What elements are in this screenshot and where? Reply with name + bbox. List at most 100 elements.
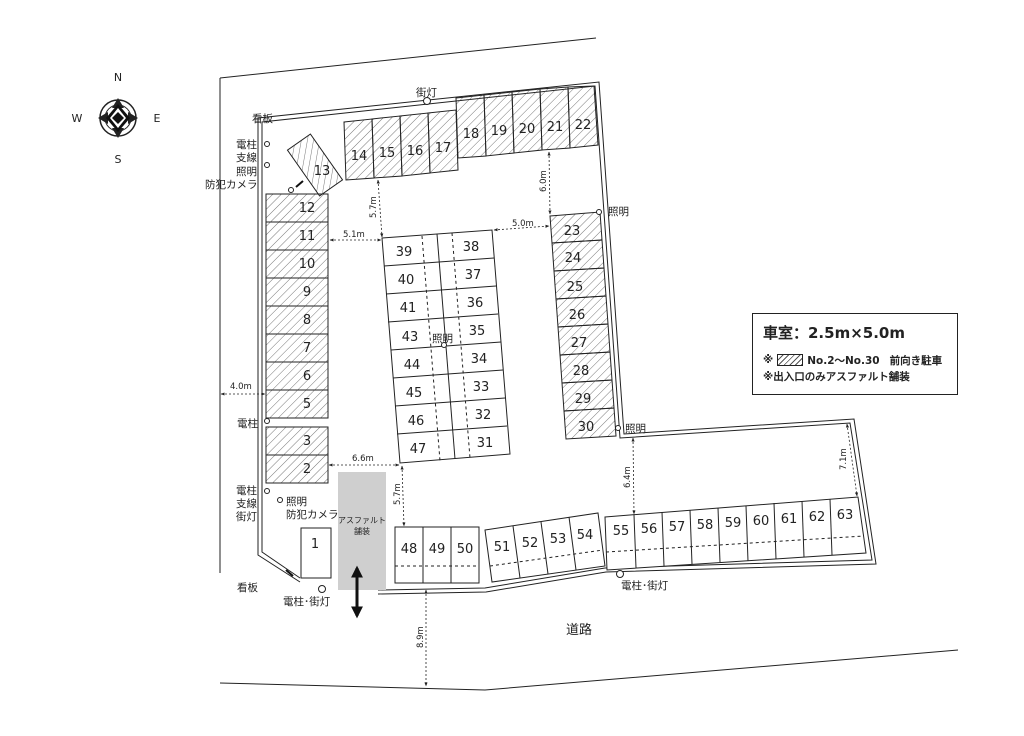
- space-number: 40: [398, 273, 415, 288]
- space-number: 13: [314, 164, 331, 179]
- compass-west-label: W: [72, 112, 83, 125]
- compass-east-label: E: [154, 112, 161, 125]
- space-number: 47: [410, 442, 427, 457]
- dimension-label: 6.6m: [352, 454, 374, 464]
- space-group-left: [265, 193, 329, 484]
- space-number: 12: [299, 201, 316, 216]
- pole-light-icon: [318, 585, 326, 593]
- pole-icon: [264, 418, 270, 424]
- space-number: 6: [303, 369, 311, 384]
- legend-hatch-range: No.2〜No.30: [807, 354, 880, 367]
- space-number: 15: [379, 146, 396, 161]
- asphalt-entrance: [338, 472, 386, 590]
- space-number: 26: [569, 308, 586, 323]
- pole-icon: [264, 488, 270, 494]
- space-number: 58: [697, 518, 714, 533]
- north-boundary-line: [219, 37, 597, 79]
- dimension-label: 5.0m: [512, 219, 534, 229]
- legend-asphalt-note: ※出入口のみアスファルト舗装: [763, 370, 910, 383]
- space-13-shape: [286, 133, 344, 197]
- lighting-icon: [441, 342, 447, 348]
- space-number: 53: [550, 532, 567, 547]
- space-1-shape: [300, 527, 332, 579]
- space-number: 37: [465, 268, 482, 283]
- space-number: 39: [396, 245, 413, 260]
- pole-light-icon: [616, 570, 624, 578]
- space-number: 1: [311, 537, 319, 552]
- space-group-top-left: [343, 109, 459, 181]
- space-group-right: [549, 211, 617, 440]
- legend-note-mark: ※: [763, 354, 774, 366]
- asphalt-label-1: アスファルト: [338, 516, 386, 525]
- space-number: 24: [565, 251, 582, 266]
- space-number: 50: [457, 542, 474, 557]
- stay-label: 支線: [236, 497, 257, 510]
- space-number: 31: [477, 436, 494, 451]
- signboard-label: 看板: [252, 112, 273, 125]
- road-label: 道路: [566, 622, 592, 638]
- lighting-label: 照明: [432, 333, 453, 345]
- road-far-edge: [219, 649, 959, 691]
- hatch-swatch-icon: [777, 354, 804, 366]
- space-number: 7: [303, 341, 311, 356]
- dimension-lines: [220, 151, 859, 687]
- dimension-label: 8.9m: [416, 626, 426, 648]
- space-number: 28: [573, 364, 590, 379]
- lighting-icon: [277, 497, 283, 503]
- pole-light-label: 電柱･街灯: [283, 595, 331, 608]
- space-number: 57: [669, 520, 686, 535]
- space-group-top-right: [455, 85, 599, 159]
- space-number: 44: [404, 358, 421, 373]
- space-number: 60: [753, 514, 770, 529]
- space-number: 34: [471, 352, 488, 367]
- dimension-label: 7.1m: [839, 448, 849, 470]
- facility-markers: [264, 97, 624, 593]
- legend-box: 車室：2.5m×5.0m ※ No.2〜No.30 前向き駐車 ※出入口のみアス…: [752, 313, 958, 395]
- signboard-icon: [295, 180, 304, 188]
- space-numbers: 1 2 3 5 6 7 8 9 10 11 12 13 14 15 16 17 …: [299, 118, 854, 557]
- compass-south-label: S: [115, 153, 122, 166]
- space-number: 10: [299, 257, 316, 272]
- space-number: 32: [475, 408, 492, 423]
- space-number: 16: [407, 144, 424, 159]
- facility-labels: 看板 電柱 支線 照明 防犯カメラ 街灯 照明 照明 照明 電柱 電柱 支線 街…: [205, 86, 669, 638]
- lighting-label: 照明: [236, 166, 257, 178]
- street-light-label: 街灯: [416, 86, 437, 99]
- space-number: 52: [522, 536, 539, 551]
- camera-label: 防犯カメラ: [286, 508, 339, 521]
- space-number: 55: [613, 524, 630, 539]
- lot-boundary: [257, 81, 877, 595]
- dimension-label: 4.0m: [230, 382, 252, 392]
- legend-title: 車室：2.5m×5.0m: [763, 324, 905, 342]
- space-number: 45: [406, 386, 423, 401]
- street-light-icon: [423, 97, 431, 105]
- dimension-label: 5.7m: [369, 196, 379, 218]
- lighting-label: 照明: [608, 206, 629, 218]
- dimension-label: 5.1m: [343, 230, 365, 240]
- space-group-bottom-right: [604, 496, 867, 571]
- space-number: 23: [564, 224, 581, 239]
- space-number: 61: [781, 512, 798, 527]
- legend-hatch-meaning: 前向き駐車: [889, 354, 943, 367]
- lighting-icon: [615, 425, 621, 431]
- space-number: 17: [435, 141, 452, 156]
- asphalt-label-2: 舗装: [354, 526, 370, 536]
- space-number: 49: [429, 542, 446, 557]
- space-number: 59: [725, 516, 742, 531]
- lighting-icon: [264, 162, 270, 168]
- compass-north-label: N: [114, 71, 122, 84]
- pole-label: 電柱: [236, 138, 257, 151]
- camera-icon: [288, 187, 294, 193]
- space-number: 43: [402, 330, 419, 345]
- space-number: 62: [809, 510, 826, 525]
- space-group-bottom-left: [394, 526, 480, 584]
- space-number: 27: [571, 336, 588, 351]
- lighting-label: 照明: [625, 423, 646, 435]
- space-number: 25: [567, 280, 584, 295]
- lighting-icon: [596, 209, 602, 215]
- dimension-label: 6.0m: [539, 170, 549, 192]
- space-number: 30: [578, 420, 595, 435]
- space-number: 3: [303, 434, 311, 449]
- space-number: 51: [494, 540, 511, 555]
- dimension-labels: 5.7m 6.0m 5.1m 5.0m 4.0m 6.6m 5.7m 6.4m …: [230, 170, 849, 648]
